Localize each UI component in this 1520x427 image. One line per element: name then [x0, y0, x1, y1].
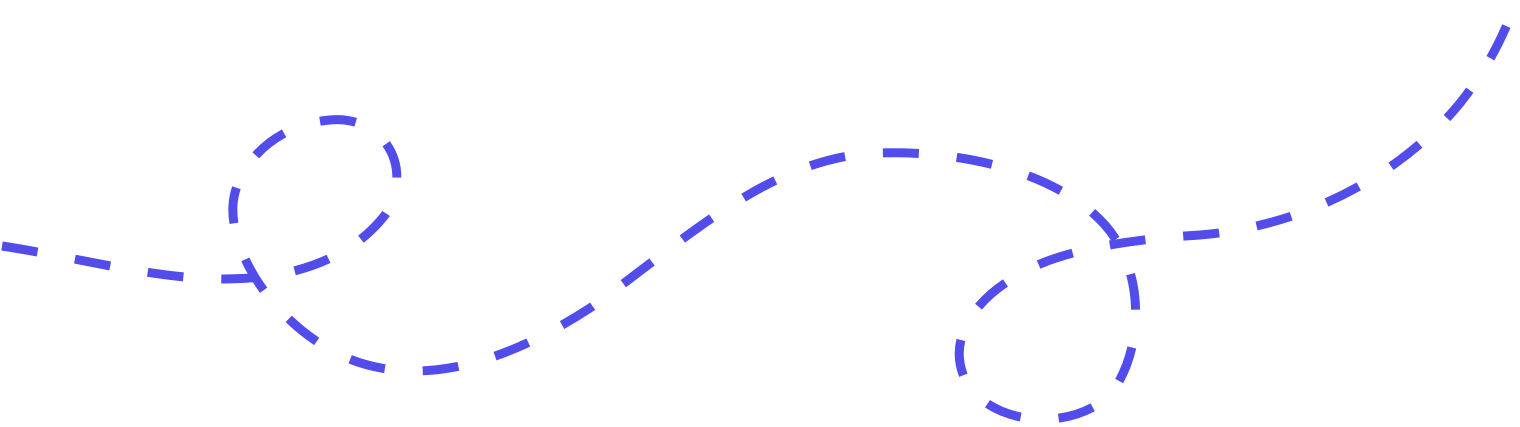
decorative-canvas [1, 1, 1520, 424]
dashed-loop-path [1, 1, 1520, 424]
dashed-loop-line-icon [1, 1, 1520, 424]
